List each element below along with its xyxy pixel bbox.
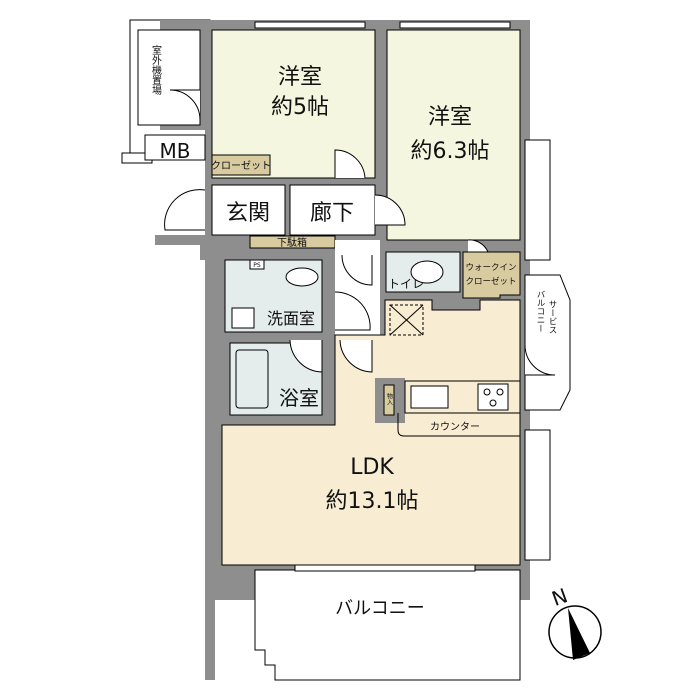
window xyxy=(254,21,366,29)
burner-icon xyxy=(483,388,491,396)
bedroom-1-name: 洋室 xyxy=(278,65,322,90)
bedroom-1-size: 約5帖 xyxy=(271,95,329,120)
bedroom-2-name: 洋室 xyxy=(428,105,472,130)
storage[interactable] xyxy=(383,384,395,416)
service-balcony-label-1: サービス xyxy=(547,300,557,334)
sink-icon xyxy=(285,267,319,287)
washing-machine-pan xyxy=(231,307,255,329)
closet-label: クローゼット xyxy=(211,160,271,172)
entrance-label: 玄関 xyxy=(226,201,270,226)
door[interactable] xyxy=(169,89,201,121)
entrance-door[interactable] xyxy=(164,189,206,231)
toilet-room xyxy=(385,251,461,293)
window xyxy=(399,21,511,29)
ps-box xyxy=(249,259,265,270)
door[interactable] xyxy=(524,344,556,376)
service-balcony-label-2: バルコニー xyxy=(535,290,545,333)
ceiling-unit-icon xyxy=(389,304,424,336)
outdoor-unit-label: 室外機置場 xyxy=(150,44,162,96)
counter-label: カウンター xyxy=(430,421,480,433)
toilet-icon xyxy=(410,260,444,284)
door[interactable] xyxy=(289,339,323,373)
bathroom-label: 浴室 xyxy=(279,386,319,410)
storage-label: 物入 xyxy=(386,392,393,405)
balcony-label: バルコニー xyxy=(335,598,425,619)
wic-label-2: クローゼット xyxy=(465,276,516,287)
door[interactable] xyxy=(341,254,373,286)
mb-room xyxy=(144,134,206,161)
ps-label: PS xyxy=(253,262,261,269)
closet[interactable] xyxy=(211,154,271,176)
hallway xyxy=(289,184,376,236)
outdoor-unit-room xyxy=(137,29,201,126)
bathtub-icon xyxy=(235,349,269,409)
window xyxy=(294,564,476,572)
ceiling-unit-cross xyxy=(389,304,424,336)
door[interactable] xyxy=(374,194,406,226)
door[interactable] xyxy=(467,239,489,253)
service-balcony xyxy=(524,274,571,411)
washroom-label: 洗面室 xyxy=(267,309,315,328)
hallway-label: 廊下 xyxy=(310,201,354,226)
door[interactable] xyxy=(334,149,366,179)
ldk xyxy=(221,299,521,566)
north-label: N xyxy=(549,583,571,611)
door[interactable] xyxy=(334,291,371,331)
toilet-label: トイレ xyxy=(388,277,424,291)
side-balcony-bottom xyxy=(524,429,551,561)
north-compass-icon: N xyxy=(548,583,602,660)
ldk-name: LDK xyxy=(350,455,394,480)
ldk-size: 約13.1帖 xyxy=(326,489,419,514)
door[interactable] xyxy=(339,339,373,373)
balcony xyxy=(254,569,521,681)
counter-outline xyxy=(397,413,520,437)
walk-in-closet[interactable] xyxy=(462,251,521,299)
kitchen-sink-icon xyxy=(410,385,449,409)
entrance xyxy=(211,184,286,236)
side-balcony-top xyxy=(524,139,551,261)
mb-label: MB xyxy=(160,139,191,163)
shoe-cabinet-label: 下駄箱 xyxy=(277,236,307,249)
wic-label-1: ウォークイン xyxy=(465,263,516,273)
bedroom-2-size: 約6.3帖 xyxy=(411,139,490,164)
burner-icon xyxy=(496,388,504,396)
bedroom-2 xyxy=(386,29,521,241)
burner-icon xyxy=(489,399,497,407)
